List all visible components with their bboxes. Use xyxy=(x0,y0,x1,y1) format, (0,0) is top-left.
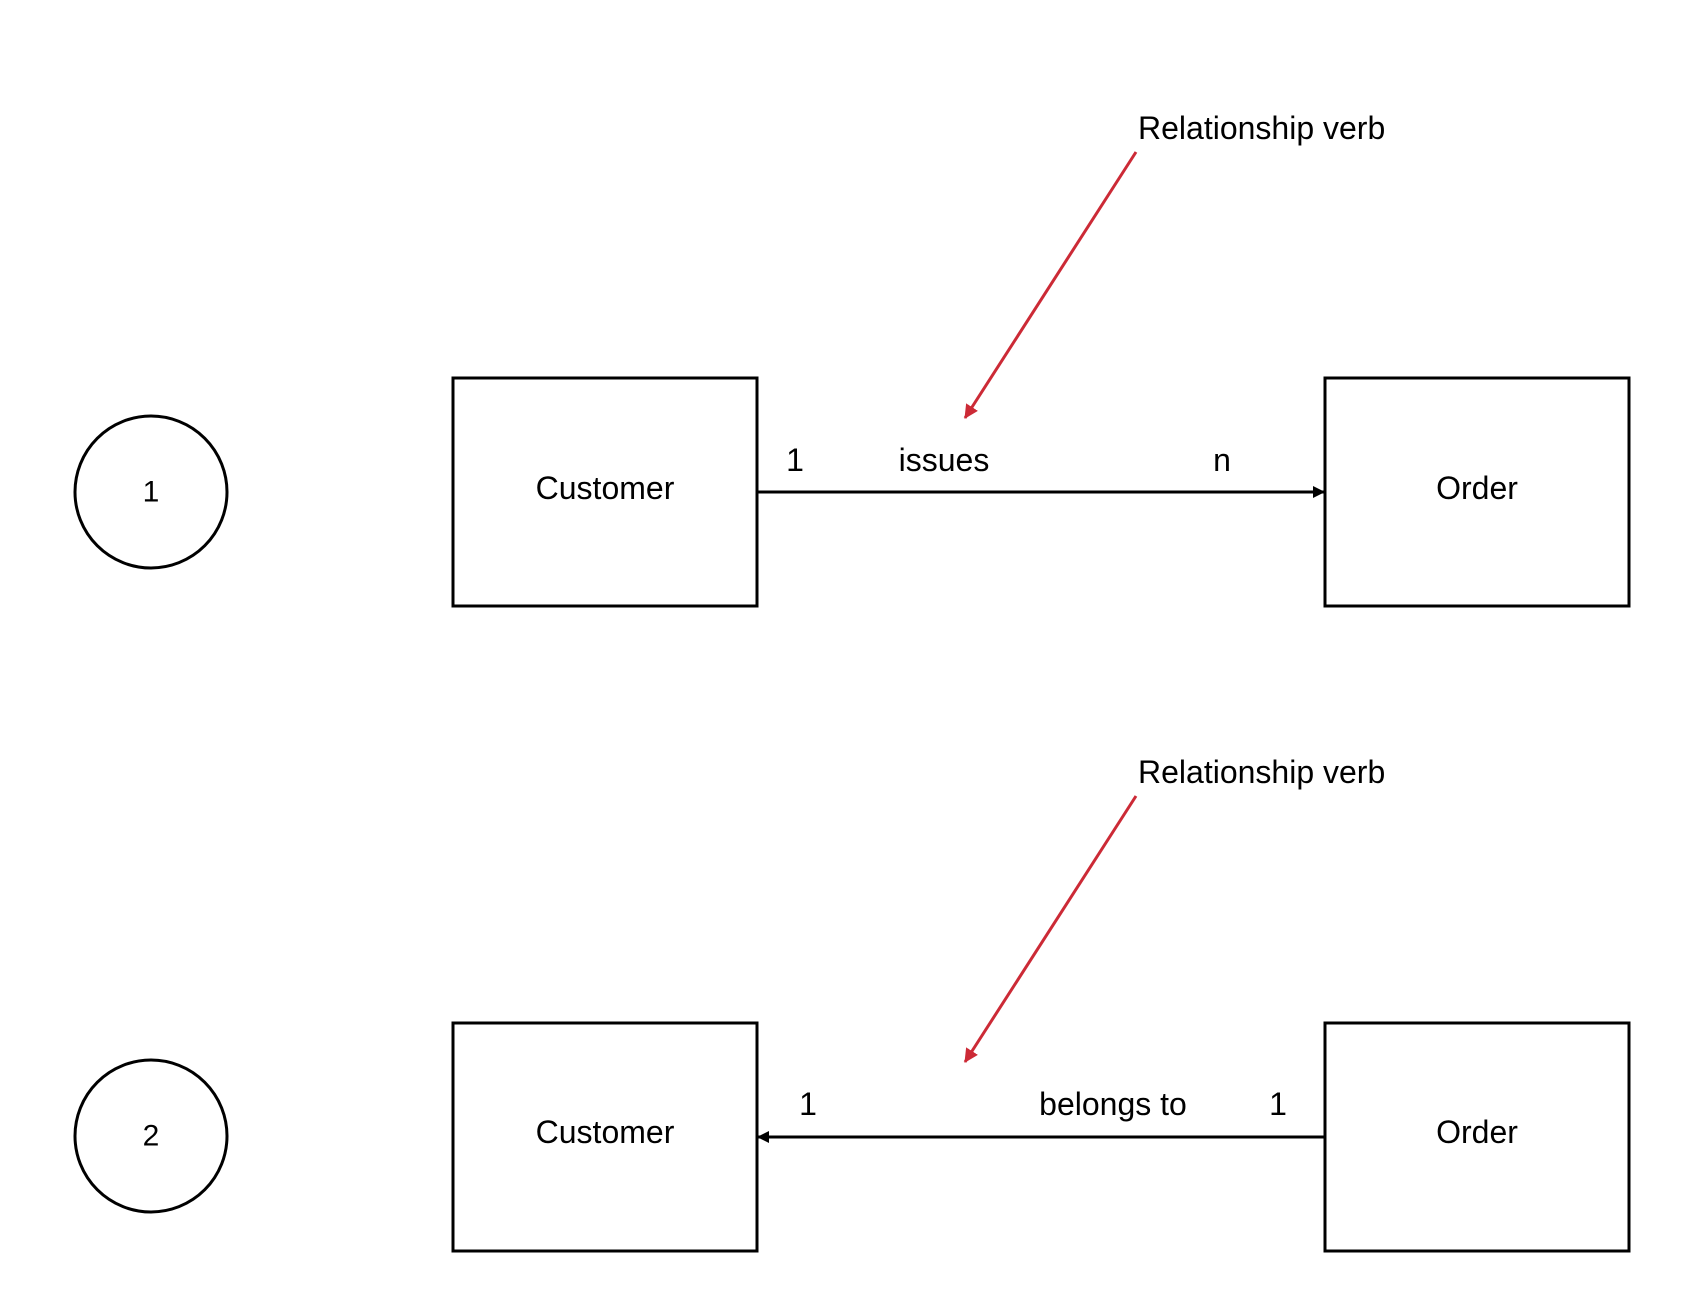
right-cardinality: n xyxy=(1213,442,1231,478)
relationship-verb-label: belongs to xyxy=(1039,1086,1187,1122)
entity-customer-label: Customer xyxy=(536,1114,675,1150)
left-cardinality: 1 xyxy=(786,442,804,478)
annotation-arrow xyxy=(963,795,1138,1063)
step-number-circle xyxy=(73,414,229,570)
step-number-circle xyxy=(73,1058,229,1214)
left-cardinality: 1 xyxy=(799,1086,817,1122)
step-number: 1 xyxy=(143,476,160,509)
entity-customer-label: Customer xyxy=(536,470,675,506)
relationship-verb-label: issues xyxy=(899,442,990,478)
annotation-label: Relationship verb xyxy=(1138,754,1385,790)
entity-order[interactable] xyxy=(1323,376,1631,608)
entity-order-label: Order xyxy=(1436,470,1518,506)
entity-order-label: Order xyxy=(1436,1114,1518,1150)
annotation-arrow xyxy=(963,151,1138,419)
diagram-2: 2 Customer Order 1 belongs to 1 Relation… xyxy=(73,754,1631,1253)
right-cardinality: 1 xyxy=(1269,1086,1287,1122)
diagram-1: 1 Customer Order 1 issues n Relationship… xyxy=(73,110,1631,608)
step-number: 2 xyxy=(143,1120,160,1153)
annotation-label: Relationship verb xyxy=(1138,110,1385,146)
